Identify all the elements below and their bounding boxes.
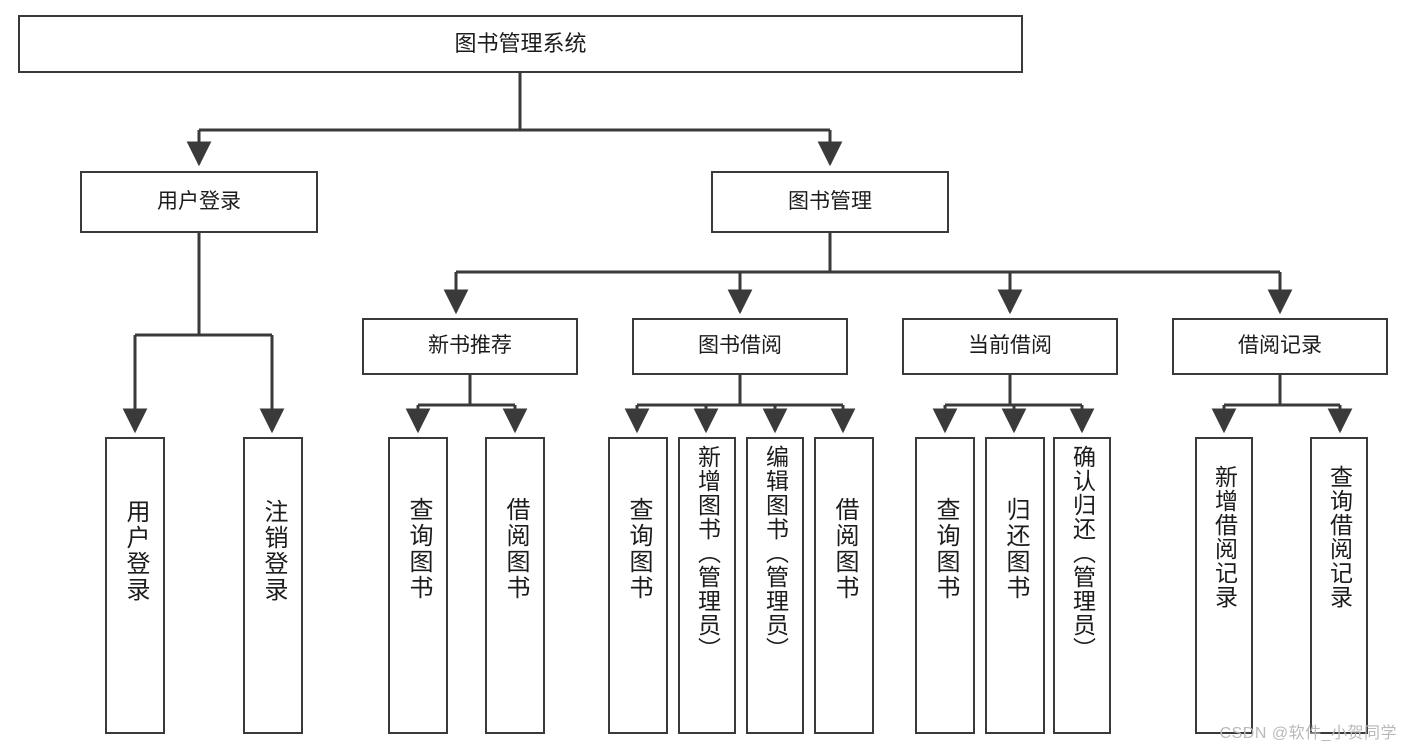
leaf-query-borrow-record[interactable]: 查询借阅记录 (1310, 437, 1368, 734)
leaf-borrow-book[interactable]: 借阅图书 (814, 437, 874, 734)
leaf-add-book-admin[interactable]: 新增图书（管理员） (678, 437, 736, 734)
leaf-return-book[interactable]: 归还图书 (985, 437, 1045, 734)
leaf-add-borrow-record[interactable]: 新增借阅记录 (1195, 437, 1253, 734)
node-label: 新增借阅记录 (1211, 465, 1238, 609)
node-current-borrow[interactable]: 当前借阅 (902, 318, 1118, 375)
node-label: 借阅图书 (502, 497, 529, 601)
node-label: 借阅记录 (1238, 334, 1322, 358)
node-label: 用户登录 (122, 499, 149, 603)
leaf-query-book-borrow[interactable]: 查询图书 (608, 437, 668, 734)
node-label: 图书借阅 (698, 334, 782, 358)
leaf-borrow-book-recommend[interactable]: 借阅图书 (485, 437, 545, 734)
node-label: 图书管理系统 (454, 31, 587, 57)
node-label: 编辑图书（管理员） (762, 445, 789, 661)
node-label: 查询图书 (625, 497, 652, 601)
leaf-confirm-return-admin[interactable]: 确认归还（管理员） (1053, 437, 1111, 734)
leaf-edit-book-admin[interactable]: 编辑图书（管理员） (746, 437, 804, 734)
node-label: 当前借阅 (968, 334, 1052, 358)
node-label: 用户登录 (157, 189, 241, 213)
node-label: 查询借阅记录 (1326, 465, 1353, 609)
node-label: 查询图书 (932, 497, 959, 601)
node-label: 新书推荐 (428, 334, 512, 358)
leaf-query-book-recommend[interactable]: 查询图书 (388, 437, 448, 734)
node-label: 借阅图书 (831, 497, 858, 601)
node-user-login[interactable]: 用户登录 (80, 171, 318, 233)
node-label: 新增图书（管理员） (694, 445, 721, 661)
node-label: 注销登录 (260, 499, 287, 603)
node-borrow-record[interactable]: 借阅记录 (1172, 318, 1388, 375)
node-label: 查询图书 (405, 497, 432, 601)
node-label: 图书管理 (788, 189, 872, 213)
leaf-user-login[interactable]: 用户登录 (105, 437, 165, 734)
node-book-borrow[interactable]: 图书借阅 (632, 318, 848, 375)
leaf-query-book-current[interactable]: 查询图书 (915, 437, 975, 734)
node-new-book-recommend[interactable]: 新书推荐 (362, 318, 578, 375)
node-book-management[interactable]: 图书管理 (711, 171, 949, 233)
watermark: CSDN @软件_小贺同学 (1219, 725, 1397, 742)
leaf-logout-login[interactable]: 注销登录 (243, 437, 303, 734)
node-label: 归还图书 (1002, 497, 1029, 601)
node-root-book-management-system[interactable]: 图书管理系统 (18, 15, 1023, 73)
node-label: 确认归还（管理员） (1069, 445, 1096, 661)
